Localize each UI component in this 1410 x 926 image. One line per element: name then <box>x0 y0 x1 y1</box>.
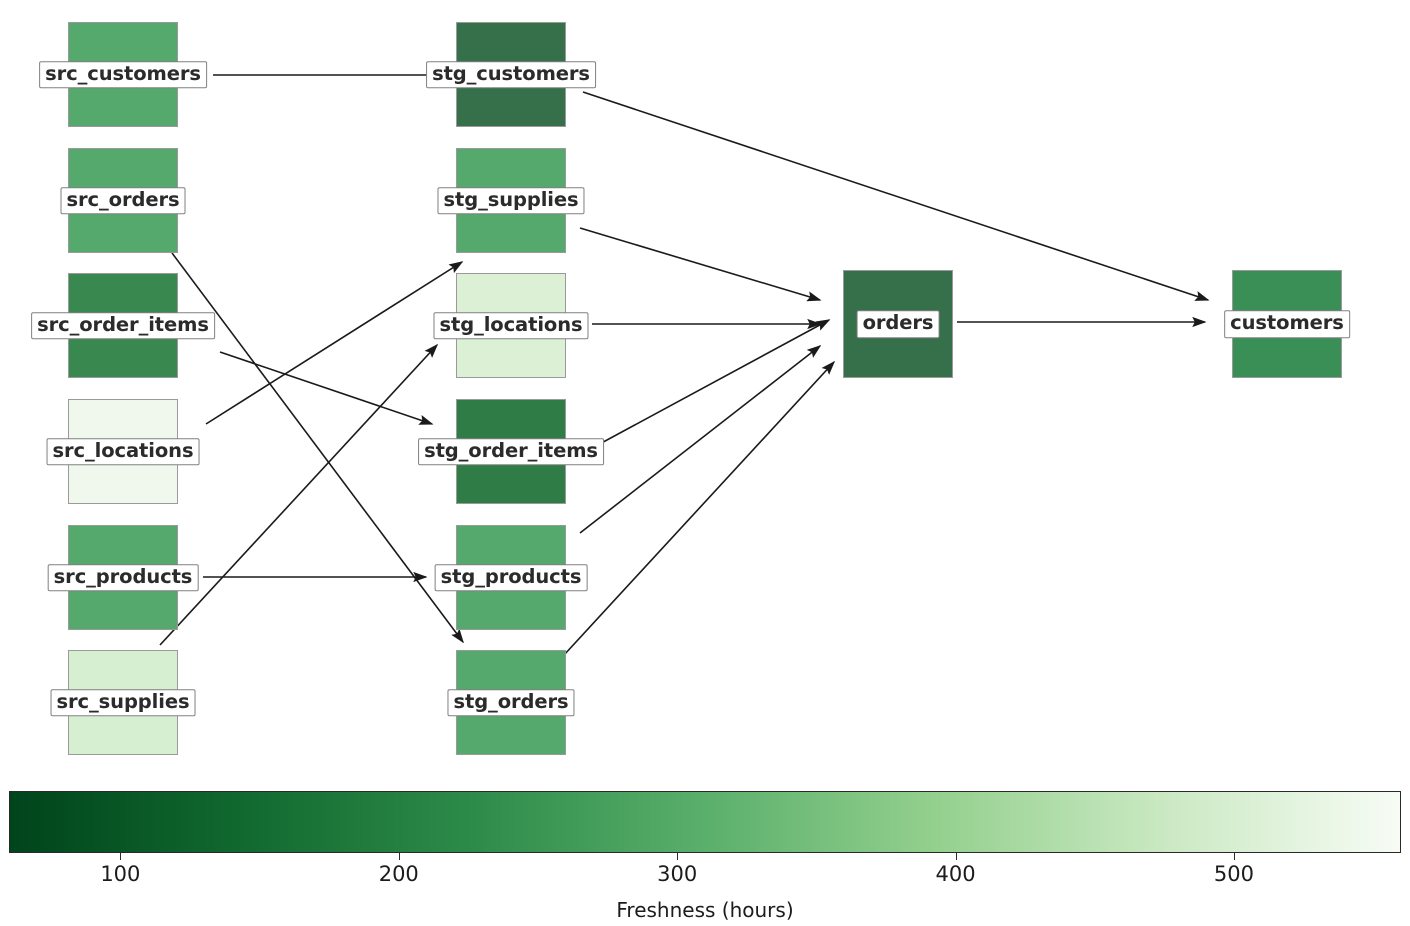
colorbar-tick-mark <box>398 853 400 860</box>
colorbar-ticks: 100 200 300 400 500 <box>0 853 1410 893</box>
node-label-src_customers: src_customers <box>39 60 207 89</box>
node-label-stg_products: stg_products <box>434 563 588 592</box>
node-label-stg_orders: stg_orders <box>447 688 575 717</box>
node-label-stg_customers: stg_customers <box>426 60 596 89</box>
edge-stg_order_items-to-orders <box>579 345 822 534</box>
colorbar-tick-mark <box>955 853 957 860</box>
colorbar-tick-label: 500 <box>1213 862 1254 886</box>
colorbar-tick-label: 300 <box>657 862 698 886</box>
edge-src_supplies-to-stg_supplies <box>159 343 439 646</box>
node-label-stg_locations: stg_locations <box>433 311 589 340</box>
node-label-orders: orders <box>856 310 940 338</box>
colorbar-tick-label: 200 <box>378 862 419 886</box>
colorbar-tick-mark <box>120 853 122 860</box>
node-label-stg_supplies: stg_supplies <box>437 186 585 215</box>
node-label-customers: customers <box>1224 310 1350 338</box>
colorbar-axis-label: Freshness (hours) <box>0 898 1410 922</box>
edge-stg_orders-to-orders <box>563 360 836 656</box>
edge-src_order_items-to-stg_order_items <box>219 351 434 425</box>
node-label-src_supplies: src_supplies <box>50 688 196 717</box>
colorbar-tick-label: 100 <box>100 862 141 886</box>
edge-stg_customers-to-customers <box>582 91 1210 301</box>
node-label-stg_order_items: stg_order_items <box>418 437 604 466</box>
node-label-src_order_items: src_order_items <box>31 311 215 340</box>
edge-src_locations-to-stg_locations <box>205 261 464 425</box>
colorbar-tick-mark <box>1233 853 1235 860</box>
edge-layer <box>159 69 1210 656</box>
node-label-src_locations: src_locations <box>46 437 200 466</box>
colorbar-axis-label-text: Freshness (hours) <box>616 898 794 922</box>
colorbar-tick-label: 400 <box>935 862 976 886</box>
edge-stg_products-to-orders <box>569 319 831 461</box>
colorbar-gradient <box>9 791 1401 853</box>
colorbar-panel: 100 200 300 400 500 Freshness (hours) <box>0 780 1410 926</box>
edge-stg_supplies-to-orders <box>579 227 822 302</box>
node-label-src_products: src_products <box>47 563 199 592</box>
node-label-src_orders: src_orders <box>60 186 186 215</box>
colorbar-tick-mark <box>677 853 679 860</box>
